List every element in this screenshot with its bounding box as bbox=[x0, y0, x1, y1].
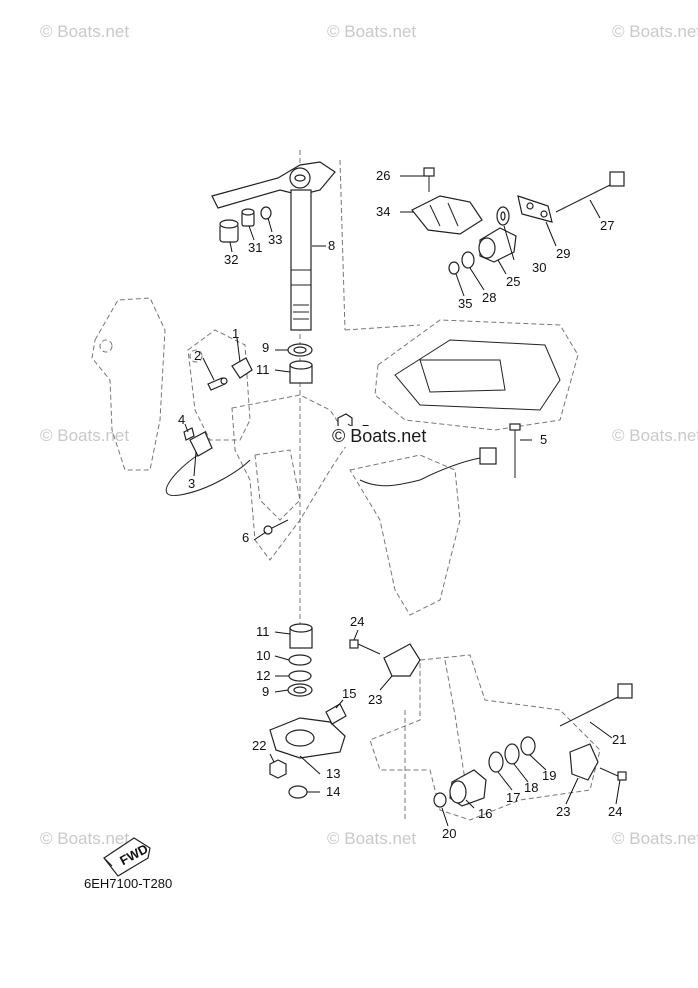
part-17-washer bbox=[488, 751, 504, 773]
callout-32: 32 bbox=[224, 252, 238, 267]
callout-11-lower: 11 bbox=[256, 624, 270, 639]
watermark-mid-right: © Boats.net bbox=[612, 426, 698, 445]
part-23-holder-upper bbox=[383, 643, 421, 677]
steering-shaft bbox=[290, 189, 312, 331]
callout-4: 4 bbox=[178, 412, 185, 427]
part-18-washer bbox=[504, 743, 520, 765]
part-26-bolt bbox=[423, 167, 435, 192]
part-22-nut bbox=[269, 759, 287, 779]
callout-2: 2 bbox=[194, 348, 201, 363]
callout-14: 14 bbox=[326, 784, 340, 799]
part-24-bolt-upper bbox=[349, 639, 381, 655]
callout-31: 31 bbox=[248, 240, 262, 255]
callout-17: 17 bbox=[506, 790, 520, 805]
callout-9-upper: 9 bbox=[262, 340, 269, 355]
part-28-washer bbox=[461, 251, 475, 269]
callout-20: 20 bbox=[442, 826, 456, 841]
part-15-clip bbox=[325, 703, 347, 725]
callout-11-upper: 11 bbox=[256, 362, 270, 377]
callout-24-lower: 24 bbox=[608, 804, 622, 819]
part-27-bolt bbox=[555, 171, 625, 213]
callout-27: 27 bbox=[600, 218, 614, 233]
watermark-top-center: © Boats.net bbox=[327, 22, 417, 41]
callout-1: 1 bbox=[232, 326, 239, 341]
part-31-nut bbox=[241, 208, 255, 227]
clamp-bracket bbox=[91, 297, 251, 471]
part-9-washer-upper bbox=[287, 343, 313, 357]
callout-28: 28 bbox=[482, 290, 496, 305]
part-14-clamp bbox=[288, 785, 308, 799]
watermark-top-left: © Boats.net bbox=[40, 22, 130, 41]
callout-labels: 1 2 3 4 5 6 7 8 9 11 11 10 12 9 13 14 15… bbox=[178, 168, 626, 841]
callout-16: 16 bbox=[478, 806, 492, 821]
part-10-ring bbox=[288, 654, 312, 666]
part-11-bushing-upper bbox=[289, 360, 313, 384]
part-1-clip bbox=[231, 357, 253, 379]
callout-35: 35 bbox=[458, 296, 472, 311]
watermark-bottom-center: © Boats.net bbox=[327, 829, 417, 848]
part-13-lower-bracket bbox=[269, 717, 346, 759]
wire-harness bbox=[359, 447, 497, 487]
leader-lines bbox=[184, 175, 621, 827]
part-6-screw bbox=[263, 519, 289, 535]
part-35-washer bbox=[448, 261, 460, 275]
callout-13: 13 bbox=[326, 766, 340, 781]
callout-30: 30 bbox=[532, 260, 546, 275]
callout-6: 6 bbox=[242, 530, 249, 545]
callout-25: 25 bbox=[506, 274, 520, 289]
part-20-washer bbox=[433, 792, 447, 808]
part-29-plate bbox=[517, 195, 553, 223]
callout-18: 18 bbox=[524, 780, 538, 795]
watermark-bottom-left: © Boats.net bbox=[40, 829, 130, 848]
callout-34: 34 bbox=[376, 204, 390, 219]
bottom-cowling bbox=[374, 319, 579, 431]
fwd-arrow: FWD bbox=[103, 837, 151, 877]
callout-8: 8 bbox=[328, 238, 335, 253]
part-2-bolt bbox=[207, 377, 228, 391]
diagram-code: 6EH7100-T280 bbox=[84, 876, 173, 891]
watermark-mid-center: © Boats.net bbox=[330, 426, 429, 447]
steering-arm bbox=[211, 161, 336, 209]
part-11-bushing-lower bbox=[289, 623, 313, 649]
part-21-bolt bbox=[559, 683, 633, 727]
callout-12: 12 bbox=[256, 668, 270, 683]
callout-3: 3 bbox=[188, 476, 195, 491]
part-25-mount bbox=[478, 227, 517, 263]
part-16-mount bbox=[449, 769, 487, 807]
callout-23-lower: 23 bbox=[556, 804, 570, 819]
part-19-washer bbox=[520, 736, 536, 756]
watermark-mid-left: © Boats.net bbox=[40, 426, 130, 445]
callout-24-upper: 24 bbox=[350, 614, 364, 629]
part-34-mount-cover bbox=[411, 195, 483, 235]
callout-33: 33 bbox=[268, 232, 282, 247]
part-32-cap bbox=[219, 219, 239, 243]
part-3-sensor bbox=[165, 431, 251, 496]
callout-22: 22 bbox=[252, 738, 266, 753]
callout-15: 15 bbox=[342, 686, 356, 701]
part-5-bolt bbox=[509, 423, 521, 478]
callout-5: 5 bbox=[540, 432, 547, 447]
callout-9-lower: 9 bbox=[262, 684, 269, 699]
callout-19: 19 bbox=[542, 768, 556, 783]
callout-10: 10 bbox=[256, 648, 270, 663]
part-30-washer bbox=[496, 206, 510, 226]
callout-23-upper: 23 bbox=[368, 692, 382, 707]
callout-29: 29 bbox=[556, 246, 570, 261]
callout-26: 26 bbox=[376, 168, 390, 183]
callout-21: 21 bbox=[612, 732, 626, 747]
part-12-ring bbox=[288, 670, 312, 682]
lower-unit-housing bbox=[369, 654, 601, 821]
part-24-bolt-lower bbox=[599, 767, 627, 781]
watermark-top-right: © Boats.net bbox=[612, 22, 698, 41]
part-9-washer-lower bbox=[287, 683, 313, 697]
part-33-washer bbox=[260, 206, 272, 220]
part-4-screw bbox=[183, 427, 195, 441]
part-23-holder-lower bbox=[569, 743, 599, 781]
watermark-bottom-right: © Boats.net bbox=[612, 829, 698, 848]
